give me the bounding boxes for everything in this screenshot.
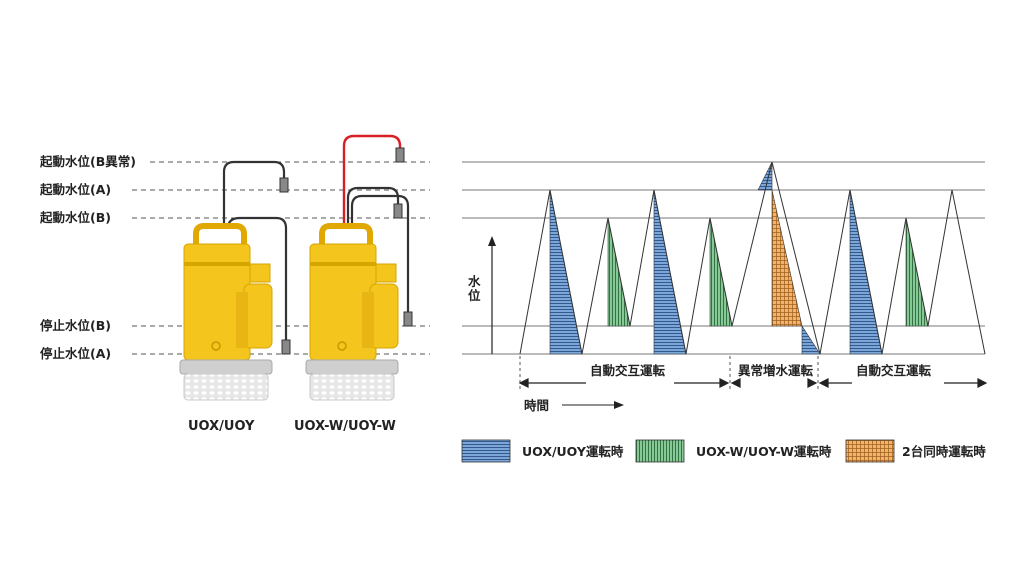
- float-switch-icon: [395, 147, 405, 163]
- segment-label-alternate-1: 自動交互運転: [590, 363, 666, 378]
- arrow-left-icon: [818, 378, 829, 388]
- blue-fill-abnormal-bottom: [801, 324, 821, 355]
- float-switch-icon: [281, 339, 291, 355]
- level-chart: 水 位 自動交: [462, 161, 988, 413]
- level-label-stop-a: 停止水位(A): [40, 346, 111, 361]
- pump-left: [179, 160, 291, 401]
- float-switch-icon: [279, 177, 289, 193]
- legend-label-blue: UOX/UOY運転時: [522, 444, 624, 459]
- time-label: 時間: [524, 398, 549, 413]
- legend-swatch-green: [635, 439, 685, 463]
- legend-swatch-blue: [461, 439, 511, 463]
- arrow-right-icon: [807, 378, 818, 388]
- y-axis-label-2: 位: [468, 288, 481, 303]
- y-axis-label-1: 水: [468, 274, 481, 289]
- segment-arrows: [518, 378, 988, 388]
- orange-fill-simultaneous: [771, 189, 803, 327]
- arrow-right-icon: [977, 378, 988, 388]
- arrow-left-icon: [518, 378, 529, 388]
- legend-label-green: UOX-W/UOY-W運転時: [696, 444, 832, 459]
- level-label-stop-b: 停止水位(B): [40, 318, 111, 333]
- segment-label-alternate-2: 自動交互運転: [856, 363, 932, 378]
- legend-label-orange: 2台同時運転時: [902, 444, 986, 459]
- level-label-start-b-abnormal: 起動水位(B異常): [39, 154, 136, 169]
- arrow-right-icon: [719, 378, 730, 388]
- float-switch-icon: [393, 203, 403, 219]
- blue-fill-abnormal-top: [757, 161, 773, 191]
- pump-left-caption: UOX/UOY: [188, 419, 255, 434]
- pump-right-caption: UOX-W/UOY-W: [294, 419, 396, 434]
- level-label-start-b: 起動水位(B): [39, 210, 111, 225]
- level-labels: 起動水位(B異常) 起動水位(A) 起動水位(B) 停止水位(B) 停止水位(A…: [39, 154, 136, 361]
- legend: UOX/UOY運転時 UOX-W/UOY-W運転時 2台同時運転時: [461, 439, 986, 463]
- legend-swatch-orange: [845, 439, 895, 463]
- arrow-left-icon: [730, 378, 741, 388]
- y-axis-arrow-icon: [488, 236, 496, 246]
- pump-right: [305, 134, 413, 401]
- level-label-start-a: 起動水位(A): [39, 182, 111, 197]
- segment-separators: [519, 356, 819, 392]
- water-level-waveform: [519, 161, 986, 355]
- segment-label-abnormal: 異常増水運転: [738, 363, 814, 378]
- float-switch-icon: [403, 311, 413, 327]
- time-arrow-icon: [614, 401, 624, 409]
